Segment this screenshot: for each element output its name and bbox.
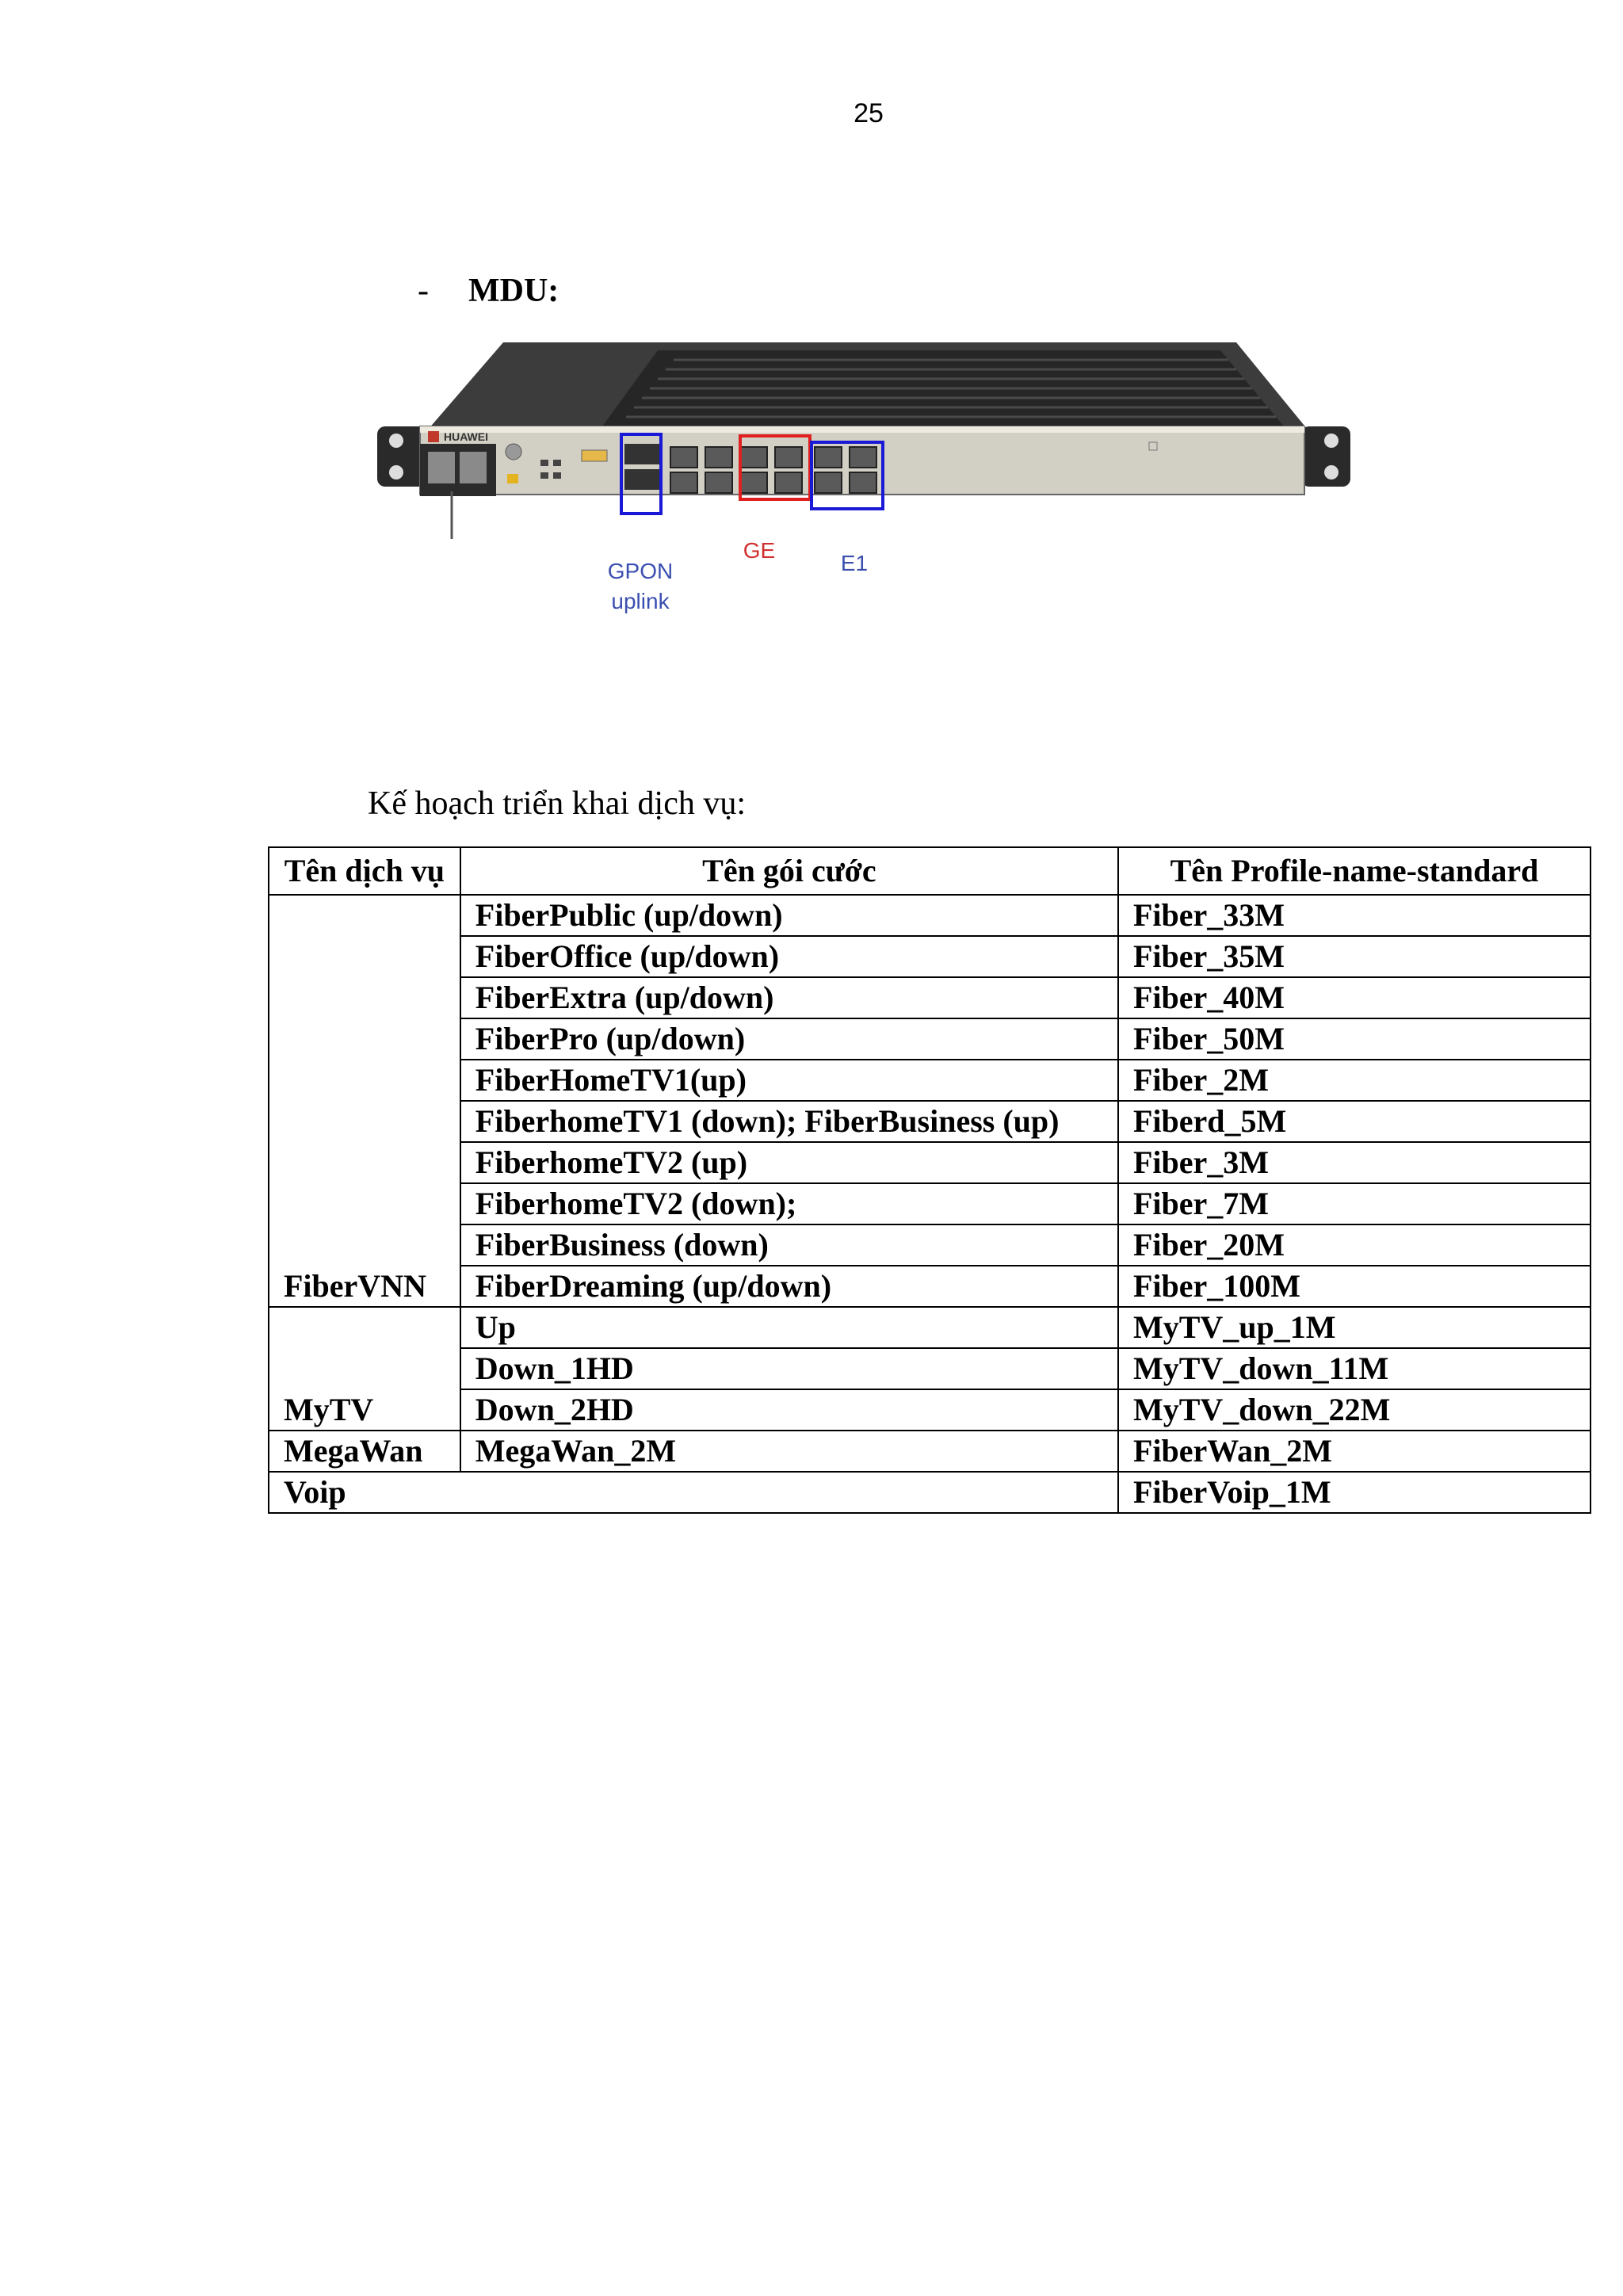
package-cell: FiberExtra (up/down) [459, 976, 1119, 1019]
table-row: FiberPro (up/down) Fiber_50M [269, 1018, 1592, 1060]
table-row: FiberhomeTV1 (down); FiberBusiness (up) … [269, 1100, 1592, 1143]
profile-cell: MyTV_up_1M [1117, 1306, 1592, 1349]
mdu-device-image: HUAWEI GPON uplink GE E1 [377, 342, 1350, 613]
profile-cell: Fiber_35M [1117, 935, 1592, 978]
table-row: FiberhomeTV2 (up) Fiber_3M [269, 1141, 1592, 1184]
package-cell: FiberhomeTV2 (down); [459, 1182, 1119, 1225]
package-cell: FiberBusiness (down) [459, 1224, 1119, 1266]
table-row: FiberOffice (up/down) Fiber_35M [269, 935, 1592, 978]
table-row: FiberExtra (up/down) Fiber_40M [269, 976, 1592, 1019]
table-row: FiberVNN FiberPublic (up/down) Fiber_33M [268, 894, 1592, 1308]
header-package-name: Tên gói cước [459, 846, 1119, 896]
service-cell-fibervnn: FiberVNN [268, 894, 461, 1308]
table-row: FiberhomeTV2 (down); Fiber_7M [269, 1182, 1592, 1225]
gpon-label-2: uplink [611, 589, 670, 613]
package-cell: FiberPro (up/down) [459, 1018, 1119, 1060]
e1-label: E1 [841, 551, 868, 575]
service-plan-table: Tên dịch vụ Tên gói cước Tên Profile-nam… [268, 846, 1592, 1514]
table-row: Down_1HD MyTV_down_11M [269, 1347, 1592, 1390]
package-cell: FiberhomeTV2 (up) [459, 1141, 1119, 1184]
profile-cell: Fiber_33M [1117, 894, 1592, 937]
package-cell: Down_1HD [459, 1347, 1119, 1390]
table-row: FiberDreaming (up/down) Fiber_100M [269, 1265, 1592, 1308]
profile-cell: FiberVoip_1M [1117, 1471, 1592, 1514]
package-cell: FiberHomeTV1(up) [459, 1059, 1119, 1102]
heading-title: MDU: [468, 273, 559, 309]
package-cell: FiberhomeTV1 (down); FiberBusiness (up) [459, 1100, 1119, 1143]
profile-cell: Fiber_50M [1117, 1018, 1592, 1060]
package-cell: FiberDreaming (up/down) [459, 1265, 1119, 1308]
profile-cell: Fiber_2M [1117, 1059, 1592, 1102]
package-cell: FiberPublic (up/down) [459, 894, 1119, 937]
heading-bullet: - [418, 273, 429, 309]
table-row: Down_2HD MyTV_down_22M [269, 1389, 1592, 1431]
section-heading: - MDU: [418, 272, 559, 310]
table-row: FiberBusiness (down) Fiber_20M [269, 1224, 1592, 1266]
svg-text:HUAWEI: HUAWEI [444, 430, 488, 443]
profile-cell: Fiber_7M [1117, 1182, 1592, 1225]
profile-cell: Fiber_40M [1117, 976, 1592, 1019]
table-header-row: Tên dịch vụ Tên gói cước Tên Profile-nam… [268, 846, 1592, 896]
profile-cell: Fiber_100M [1117, 1265, 1592, 1308]
table-row: FiberHomeTV1(up) Fiber_2M [269, 1059, 1592, 1102]
gpon-label-1: GPON [608, 559, 673, 583]
page-number: 25 [854, 98, 884, 128]
profile-cell: Fiber_3M [1117, 1141, 1592, 1184]
profile-cell: MyTV_down_22M [1117, 1389, 1592, 1431]
service-cell-voip: Voip [268, 1471, 1119, 1514]
package-cell: Up [459, 1306, 1119, 1349]
table-row: Voip FiberVoip_1M [268, 1471, 1592, 1514]
header-service-name: Tên dịch vụ [268, 846, 461, 896]
package-cell: MegaWan_2M [459, 1430, 1119, 1473]
service-cell-megawan: MegaWan [268, 1430, 461, 1473]
profile-cell: Fiber_20M [1117, 1224, 1592, 1266]
header-profile-name: Tên Profile-name-standard [1117, 846, 1592, 896]
table-row: MegaWan MegaWan_2M FiberWan_2M [268, 1430, 1592, 1473]
intro-text: Kế hoạch triển khai dịch vụ: [368, 785, 747, 822]
profile-cell: MyTV_down_11M [1117, 1347, 1592, 1390]
ge-label: GE [743, 538, 775, 563]
profile-cell: Fiberd_5M [1117, 1100, 1592, 1143]
table-row: MyTV Up MyTV_up_1M [268, 1306, 1592, 1431]
package-cell: Down_2HD [459, 1389, 1119, 1431]
profile-cell: FiberWan_2M [1117, 1430, 1592, 1473]
package-cell: FiberOffice (up/down) [459, 935, 1119, 978]
service-cell-mytv: MyTV [268, 1306, 461, 1431]
